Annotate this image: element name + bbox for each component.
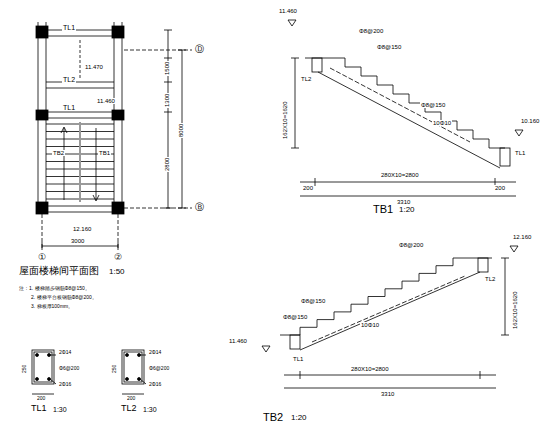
tread-line <box>81 124 114 125</box>
drawing-label: TL1 <box>62 104 76 111</box>
drawing-label: Φ8@200 <box>398 242 424 248</box>
drawing-label: 2Φ14 <box>58 350 72 355</box>
drawing-label: 屋面楼梯间平面图 <box>18 266 100 276</box>
drawing-label: TB2 <box>262 412 284 423</box>
drawing-label: 11.470 <box>84 64 104 70</box>
drawing-label: 2. 楼梯平台板钢筋Φ8@200。 <box>30 295 98 300</box>
drawing-label: TL2 <box>62 76 76 83</box>
drawing-label: 280X10=2800 <box>350 366 390 372</box>
drawing-label: 11.460 <box>228 338 248 344</box>
tread-line <box>46 199 79 200</box>
drawing-label: 200 <box>302 185 314 191</box>
drawing-label: 1:20 <box>398 206 416 214</box>
drawing-label: 10.160 <box>520 118 540 124</box>
tread-line <box>46 131 79 132</box>
tread-line <box>46 139 79 140</box>
drawing-label: 10Φ10 <box>360 322 380 328</box>
tread-line <box>46 146 79 147</box>
drawing-label: 162X10=1620 <box>282 100 288 140</box>
drawing-label: Φ6@200 <box>148 366 170 371</box>
drawing-label: 1:50 <box>108 268 126 276</box>
drawing-label: 200 <box>494 185 506 191</box>
drawing-label: 2Φ16 <box>58 382 72 387</box>
tread-line <box>81 191 114 192</box>
drawing-label: 1:20 <box>290 414 308 422</box>
tread-line <box>46 184 79 185</box>
drawing-label: Φ8@150 <box>282 314 308 320</box>
drawing-label: 250 <box>112 364 117 374</box>
drawing-label: Φ8@200 <box>358 28 384 34</box>
drawing-label: TB2 <box>52 150 65 156</box>
tread-line <box>81 131 114 132</box>
drawing-label: 162X10=1620 <box>512 290 518 330</box>
drawing-label: 2Φ16 <box>148 382 162 387</box>
tread-line <box>81 146 114 147</box>
drawing-label: 3. 梯板厚100mm。 <box>30 304 74 309</box>
tread-line <box>81 161 114 162</box>
drawing-label: TL1 <box>514 150 526 156</box>
drawing-label: 注：1. 楼梯踏步钢筋Φ8@150。 <box>18 286 91 291</box>
drawing-label: TB1 <box>372 204 394 215</box>
tread-line <box>46 161 79 162</box>
tread-line <box>81 176 114 177</box>
drawing-label: Φ8@150 <box>376 44 402 50</box>
tread-line <box>46 176 79 177</box>
drawing-label: 200 <box>36 396 46 401</box>
drawing-label: 1:30 <box>52 406 68 413</box>
drawing-label: 11.460 <box>96 98 116 104</box>
drawing-label: 280X10=2800 <box>380 172 420 178</box>
drawing-label: 12.160 <box>512 234 532 240</box>
drawing-label: TL2 <box>120 404 138 413</box>
drawing-label: 2800 <box>164 157 170 172</box>
tread-line <box>81 169 114 170</box>
drawing-label: ② <box>113 253 123 262</box>
drawing-label: 8000 <box>178 123 184 138</box>
drawing-label: Φ8@150 <box>300 298 326 304</box>
drawing-label: Ⓑ <box>194 203 205 212</box>
drawing-label: 250 <box>22 364 27 374</box>
drawing-label: TL1 <box>62 24 76 31</box>
drawing-label: TB1 <box>98 150 111 156</box>
drawing-label: 3310 <box>396 199 411 205</box>
drawing-label: TL2 <box>300 76 312 82</box>
drawing-label: 1:30 <box>142 406 158 413</box>
drawing-label: 200 <box>126 396 136 401</box>
drawing-label: 11.460 <box>278 8 298 14</box>
tread-line <box>46 191 79 192</box>
drawing-label: Φ8@150 <box>420 102 446 108</box>
drawing-label: 1300 <box>164 93 170 108</box>
tread-line <box>81 139 114 140</box>
drawing-label: 12.160 <box>72 226 92 232</box>
tread-line <box>46 124 79 125</box>
drawing-label: ① <box>37 253 47 262</box>
drawing-label: TL1 <box>292 356 304 362</box>
drawing-label: 3310 <box>380 391 395 397</box>
tread-line <box>81 184 114 185</box>
drawing-label: TL1 <box>30 404 48 413</box>
drawing-label: 2Φ14 <box>148 350 162 355</box>
drawing-label: 3000 <box>70 238 85 244</box>
drawing-label: Φ6@200 <box>58 366 80 371</box>
drawing-label: Ⓓ <box>194 45 205 54</box>
drawing-label: 10Φ10 <box>432 120 452 126</box>
drawing-label: TL2 <box>484 276 496 282</box>
drawing-label: 1500 <box>164 61 170 76</box>
tread-line <box>46 169 79 170</box>
